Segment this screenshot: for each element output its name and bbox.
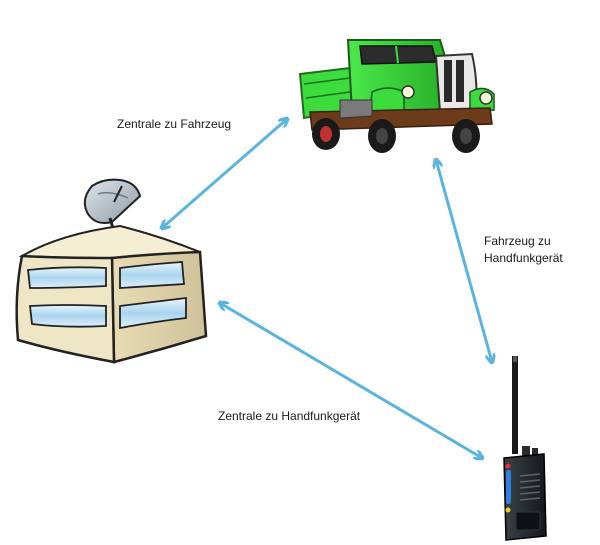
satellite-dish-icon	[83, 178, 142, 239]
label-central-to-handheld: Zentrale zu Handfunkgerät	[218, 409, 361, 423]
label-vehicle-to-handheld-line2: Handfunkgerät	[484, 251, 563, 265]
label-central-to-vehicle: Zentrale zu Fahrzeug	[117, 117, 232, 131]
arrow-central-to-handheld	[220, 303, 482, 458]
arrow-central-to-vehicle	[162, 119, 287, 228]
handheld-radio-icon	[503, 356, 547, 541]
building-with-satellite-dish-icon	[15, 178, 208, 364]
green-truck-icon	[298, 39, 495, 153]
label-vehicle-to-handheld: Fahrzeug zu Handfunkgerät	[484, 233, 563, 267]
label-vehicle-to-handheld-line1: Fahrzeug zu	[484, 234, 551, 248]
